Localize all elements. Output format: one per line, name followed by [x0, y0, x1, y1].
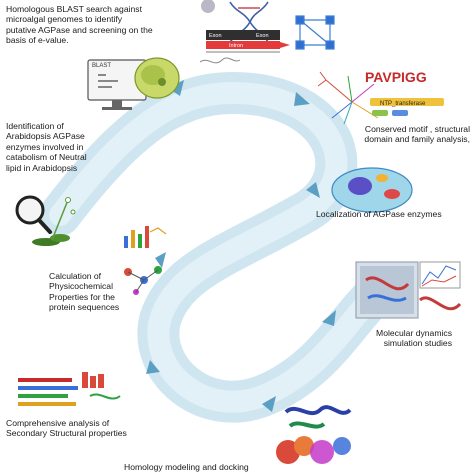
step-md-label: Molecular dynamics simulation studies: [376, 328, 452, 349]
intron-label: Intron: [229, 43, 243, 49]
network-icon: [295, 15, 335, 50]
motif-logo-icon: PAVPIGG: [365, 69, 444, 116]
blast-logo-text: BLAST: [92, 63, 111, 69]
magnifier-icon: [15, 195, 52, 234]
phylogenetic-tree-icon: [317, 71, 379, 125]
protein-structure-icon: [284, 405, 352, 429]
docking-icon: [276, 436, 351, 464]
step-blast-label: Homologous BLAST search against microalg…: [6, 4, 153, 46]
step-identification-label: Identification of Arabidopsis AGPase enz…: [6, 121, 87, 173]
exon-label: Exon: [209, 33, 222, 39]
plant-icon: [32, 197, 76, 246]
step-homology-label: Homology modeling and docking: [124, 462, 249, 472]
wave-icon: [199, 57, 241, 64]
exon-label-2: Exon: [256, 33, 269, 39]
flow-path-inner: [49, 81, 381, 413]
step-localization-label: Localization of AGPase enzymes: [316, 209, 442, 219]
gene-structure-icon: [206, 30, 290, 53]
molecule-chart-icon: [124, 226, 167, 295]
step-secondary-label: Comprehensive analysis of Secondary Stru…: [6, 418, 127, 439]
sequence-alignment-icon: [18, 372, 121, 406]
motif-logo-text: PAVPIGG: [365, 69, 427, 85]
step-conserved-label: Conserved motif , structural domain and …: [364, 124, 470, 145]
md-simulation-icon: [355, 261, 462, 319]
algae-cell-icon: [201, 0, 215, 13]
cell-localization-icon: [331, 167, 413, 213]
computer-icon: [87, 59, 147, 110]
algae-cell-icon: [134, 57, 180, 99]
ntp-transferase-label: NTP_transferase: [380, 101, 426, 107]
step-physicochemical-label: Calculation of Physicochemical Propertie…: [49, 271, 120, 313]
